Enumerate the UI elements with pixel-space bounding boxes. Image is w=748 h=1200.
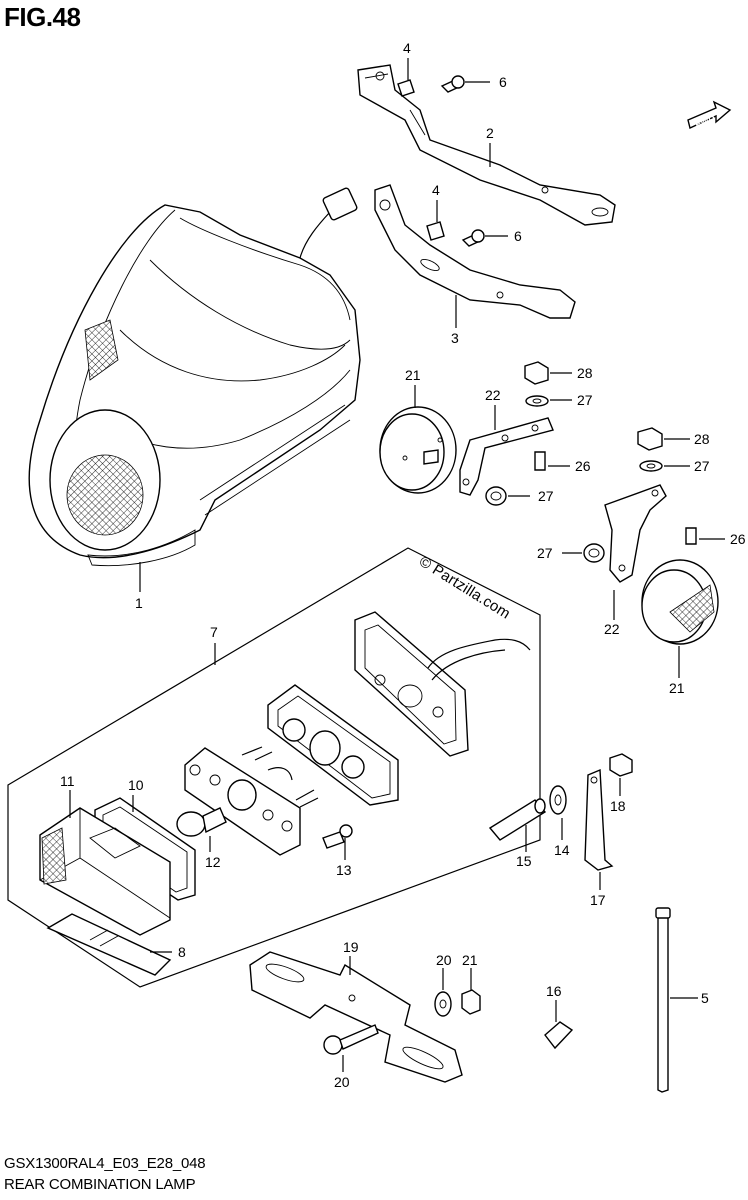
license-bracket: 19 xyxy=(249,939,463,1083)
forward-arrow: FWD xyxy=(687,100,732,130)
callout-4b: 4 xyxy=(432,182,440,198)
callout-16: 17 xyxy=(590,892,606,908)
callout-24: 22 xyxy=(604,621,620,637)
screw-left: 26 xyxy=(534,451,591,474)
washer-left: 27 xyxy=(525,392,593,408)
rear-combination-lamp: 1 xyxy=(28,187,361,611)
upper-bracket: 2 xyxy=(357,64,616,226)
callout-8: 8 xyxy=(178,944,186,960)
bolt-lower: 4 xyxy=(426,182,445,241)
callout-27a: 27 xyxy=(538,488,554,504)
callout-25b: 26 xyxy=(730,531,746,547)
grommet-left: 27 xyxy=(485,486,554,506)
callout-22a: 21 xyxy=(405,367,421,383)
callout-5: 5 xyxy=(701,990,709,1006)
screw-lower: 6 xyxy=(461,228,522,247)
callout-22b: 21 xyxy=(669,680,685,696)
plug: 16 xyxy=(544,983,574,1050)
callout-4a: 4 xyxy=(403,40,411,56)
callout-20: 20 xyxy=(334,1074,350,1090)
bulb: 12 xyxy=(176,807,227,870)
figure-title: FIG.48 xyxy=(4,2,81,32)
screw-right: 26 xyxy=(685,527,746,547)
bulb-socket xyxy=(184,746,319,856)
callout-6a: 6 xyxy=(499,74,507,90)
callout-13: 14 xyxy=(554,842,570,858)
callout-18: 19 xyxy=(343,939,359,955)
callout-14: 15 xyxy=(516,853,532,869)
callout-6b: 6 xyxy=(514,228,522,244)
reflector-bracket-left: 22 xyxy=(459,387,554,496)
cable-tie: 5 xyxy=(655,907,709,1093)
callout-23: 22 xyxy=(485,387,501,403)
diagram-caption: REAR COMBINATION LAMP xyxy=(4,1176,196,1193)
bolt-20: 20 xyxy=(323,1024,379,1090)
reflector-left: 21 xyxy=(379,367,457,494)
reflector-bracket-right: 22 xyxy=(604,484,667,637)
callout-17: 18 xyxy=(610,798,626,814)
lens-plate: 8 xyxy=(46,913,186,976)
callout-28a: 28 xyxy=(577,365,593,381)
license-lamp-assembly-box: 7 xyxy=(7,547,541,988)
callout-7: 7 xyxy=(210,624,218,640)
callout-26b: 27 xyxy=(694,458,710,474)
callout-27b: 27 xyxy=(537,545,553,561)
rear-gasket xyxy=(354,611,531,757)
clamp: 17 xyxy=(584,768,614,908)
washer-19: 20 xyxy=(434,952,452,1017)
washer: 14 xyxy=(549,785,570,858)
grommet-right: 27 xyxy=(537,543,605,563)
nut-21: 21 xyxy=(461,952,481,1015)
callout-15: 16 xyxy=(546,983,562,999)
lamp-housing: 11 xyxy=(39,773,171,936)
lower-bracket: 3 xyxy=(374,184,576,346)
callout-12: 13 xyxy=(336,862,352,878)
nut-right: 28 xyxy=(637,427,710,451)
spacer: 15 xyxy=(488,798,547,869)
callout-10: 11 xyxy=(60,773,75,789)
callout-9: 10 xyxy=(128,777,144,793)
washer-right: 27 xyxy=(639,458,710,474)
nut: 18 xyxy=(609,753,633,814)
callout-1: 1 xyxy=(135,595,143,611)
lamp-body xyxy=(267,684,399,806)
callout-2: 2 xyxy=(486,125,494,141)
callout-26a: 27 xyxy=(577,392,593,408)
callout-21: 21 xyxy=(462,952,478,968)
callout-25a: 26 xyxy=(575,458,591,474)
callout-19: 20 xyxy=(436,952,452,968)
nut-left: 28 xyxy=(524,361,593,385)
bolt-upper: 4 xyxy=(397,40,415,97)
screw-upper: 6 xyxy=(440,74,507,93)
callout-3: 3 xyxy=(451,330,459,346)
callout-11: 12 xyxy=(205,854,221,870)
reflector-right: 21 xyxy=(641,559,719,696)
fwd-label: FWD xyxy=(694,113,717,130)
model-code: GSX1300RAL4_E03_E28_048 xyxy=(4,1155,206,1172)
callout-28b: 28 xyxy=(694,431,710,447)
screw: 13 xyxy=(322,824,353,878)
